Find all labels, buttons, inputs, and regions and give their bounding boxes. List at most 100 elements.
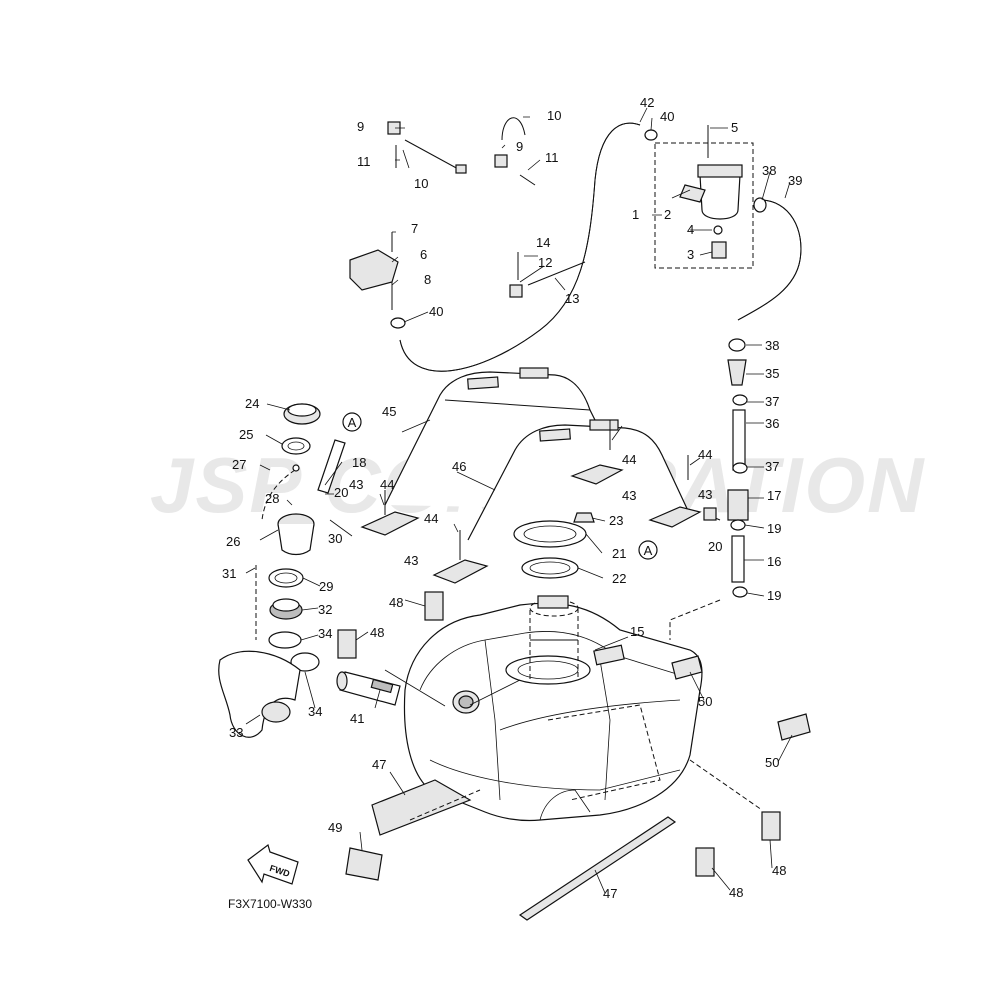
rings-29-32 — [268, 568, 304, 620]
fuel-pump-unit — [529, 595, 579, 680]
fwd-arrow-icon: FWD — [247, 843, 299, 885]
vent-hose-41 — [336, 671, 401, 706]
nut-23 — [573, 512, 595, 523]
callout-20-left: 20 — [334, 485, 348, 500]
callout-43-d: 43 — [698, 487, 712, 502]
callout-48-d: 48 — [729, 885, 743, 900]
callout-30: 30 — [328, 531, 342, 546]
callout-19-top: 19 — [767, 521, 781, 536]
callout-16: 16 — [767, 554, 781, 569]
fuel-tank — [403, 602, 703, 822]
callout-11-left: 11 — [357, 154, 371, 169]
callout-18: 18 — [352, 455, 366, 470]
tank-strap-46 — [467, 419, 691, 541]
callout-9-right: 9 — [516, 139, 523, 154]
callout-44-d: 44 — [698, 447, 712, 462]
callout-1: 1 — [632, 207, 639, 222]
callout-27: 27 — [232, 457, 246, 472]
callout-22: 22 — [612, 571, 626, 586]
ref-marker-text: A — [348, 415, 357, 430]
callout-5: 5 — [731, 120, 738, 135]
callout-48-b: 48 — [370, 625, 384, 640]
callout-44-a: 44 — [380, 477, 394, 492]
callout-49: 49 — [328, 820, 342, 835]
callout-43-a: 43 — [349, 477, 363, 492]
gasket-22 — [521, 557, 579, 579]
fuel-filter-assembly-1 — [654, 125, 754, 269]
ref-marker-a-left: A — [342, 412, 362, 432]
callout-25: 25 — [239, 427, 253, 442]
callout-29: 29 — [319, 579, 333, 594]
clamp-38-top — [753, 197, 767, 213]
callout-12: 12 — [538, 255, 552, 270]
callout-40-top: 40 — [660, 109, 674, 124]
callout-7: 7 — [411, 221, 418, 236]
hose-18 — [317, 439, 346, 494]
callout-24: 24 — [245, 396, 259, 411]
callout-21: 21 — [612, 546, 626, 561]
ref-marker-text: A — [644, 543, 653, 558]
callout-28: 28 — [265, 491, 279, 506]
callout-45: 45 — [382, 404, 396, 419]
callout-3: 3 — [687, 247, 694, 262]
callout-9-left: 9 — [357, 119, 364, 134]
sensor-6 — [349, 232, 406, 329]
pads — [337, 591, 811, 881]
cable-tie-10-left — [387, 121, 467, 174]
callout-4: 4 — [687, 222, 694, 237]
callout-41: 41 — [350, 711, 364, 726]
filler-hose-33 — [218, 650, 301, 738]
callout-23: 23 — [609, 513, 623, 528]
strap-brackets-43 — [360, 464, 702, 584]
gasket-25 — [281, 437, 311, 455]
callout-37-bottom: 37 — [765, 459, 779, 474]
callout-10-right: 10 — [547, 108, 561, 123]
callout-34-bottom: 34 — [308, 704, 322, 719]
callout-19-bottom: 19 — [767, 588, 781, 603]
callout-38-top: 38 — [762, 163, 776, 178]
callout-15: 15 — [630, 624, 644, 639]
callout-33: 33 — [229, 725, 243, 740]
leader-lines — [245, 107, 793, 894]
filler-neck-26 — [277, 513, 315, 556]
callout-14: 14 — [536, 235, 550, 250]
drawing-code: F3X7100-W330 — [228, 897, 312, 911]
bolts-44 — [384, 420, 689, 560]
callout-31: 31 — [222, 566, 236, 581]
callout-35: 35 — [765, 366, 779, 381]
fuel-hose-42 — [399, 122, 641, 372]
callout-48-a: 48 — [389, 595, 403, 610]
callout-34-top: 34 — [318, 626, 332, 641]
callout-26: 26 — [226, 534, 240, 549]
callout-42: 42 — [640, 95, 654, 110]
callout-44-b: 44 — [424, 511, 438, 526]
fuel-line-right — [703, 338, 749, 598]
callout-43-c: 43 — [622, 488, 636, 503]
callout-50-a: 50 — [698, 694, 712, 709]
callout-17: 17 — [767, 488, 781, 503]
callout-47-top: 47 — [372, 757, 386, 772]
ref-marker-a-right: A — [638, 540, 658, 560]
callout-46: 46 — [452, 459, 466, 474]
callout-38-bottom: 38 — [765, 338, 779, 353]
callout-11-right: 11 — [545, 150, 559, 165]
callout-47-bottom: 47 — [603, 886, 617, 901]
callout-13: 13 — [565, 291, 579, 306]
cable-tie-10-right — [494, 117, 536, 186]
cable-tie-13 — [509, 252, 586, 298]
callout-44-c: 44 — [622, 452, 636, 467]
callout-50-b: 50 — [765, 755, 779, 770]
clamps-34 — [268, 631, 320, 672]
callout-6: 6 — [420, 247, 427, 262]
strips-47 — [371, 779, 677, 921]
tether-27 — [261, 464, 300, 521]
callout-labels: 1 2 3 4 5 6 7 8 9 9 10 10 11 11 12 13 14… — [222, 95, 802, 901]
callout-10-left: 10 — [414, 176, 428, 191]
plate-21 — [513, 520, 587, 548]
clamp-40-top — [644, 129, 658, 141]
callout-32: 32 — [318, 602, 332, 617]
callout-20-right: 20 — [708, 539, 722, 554]
callout-36: 36 — [765, 416, 779, 431]
callout-8: 8 — [424, 272, 431, 287]
